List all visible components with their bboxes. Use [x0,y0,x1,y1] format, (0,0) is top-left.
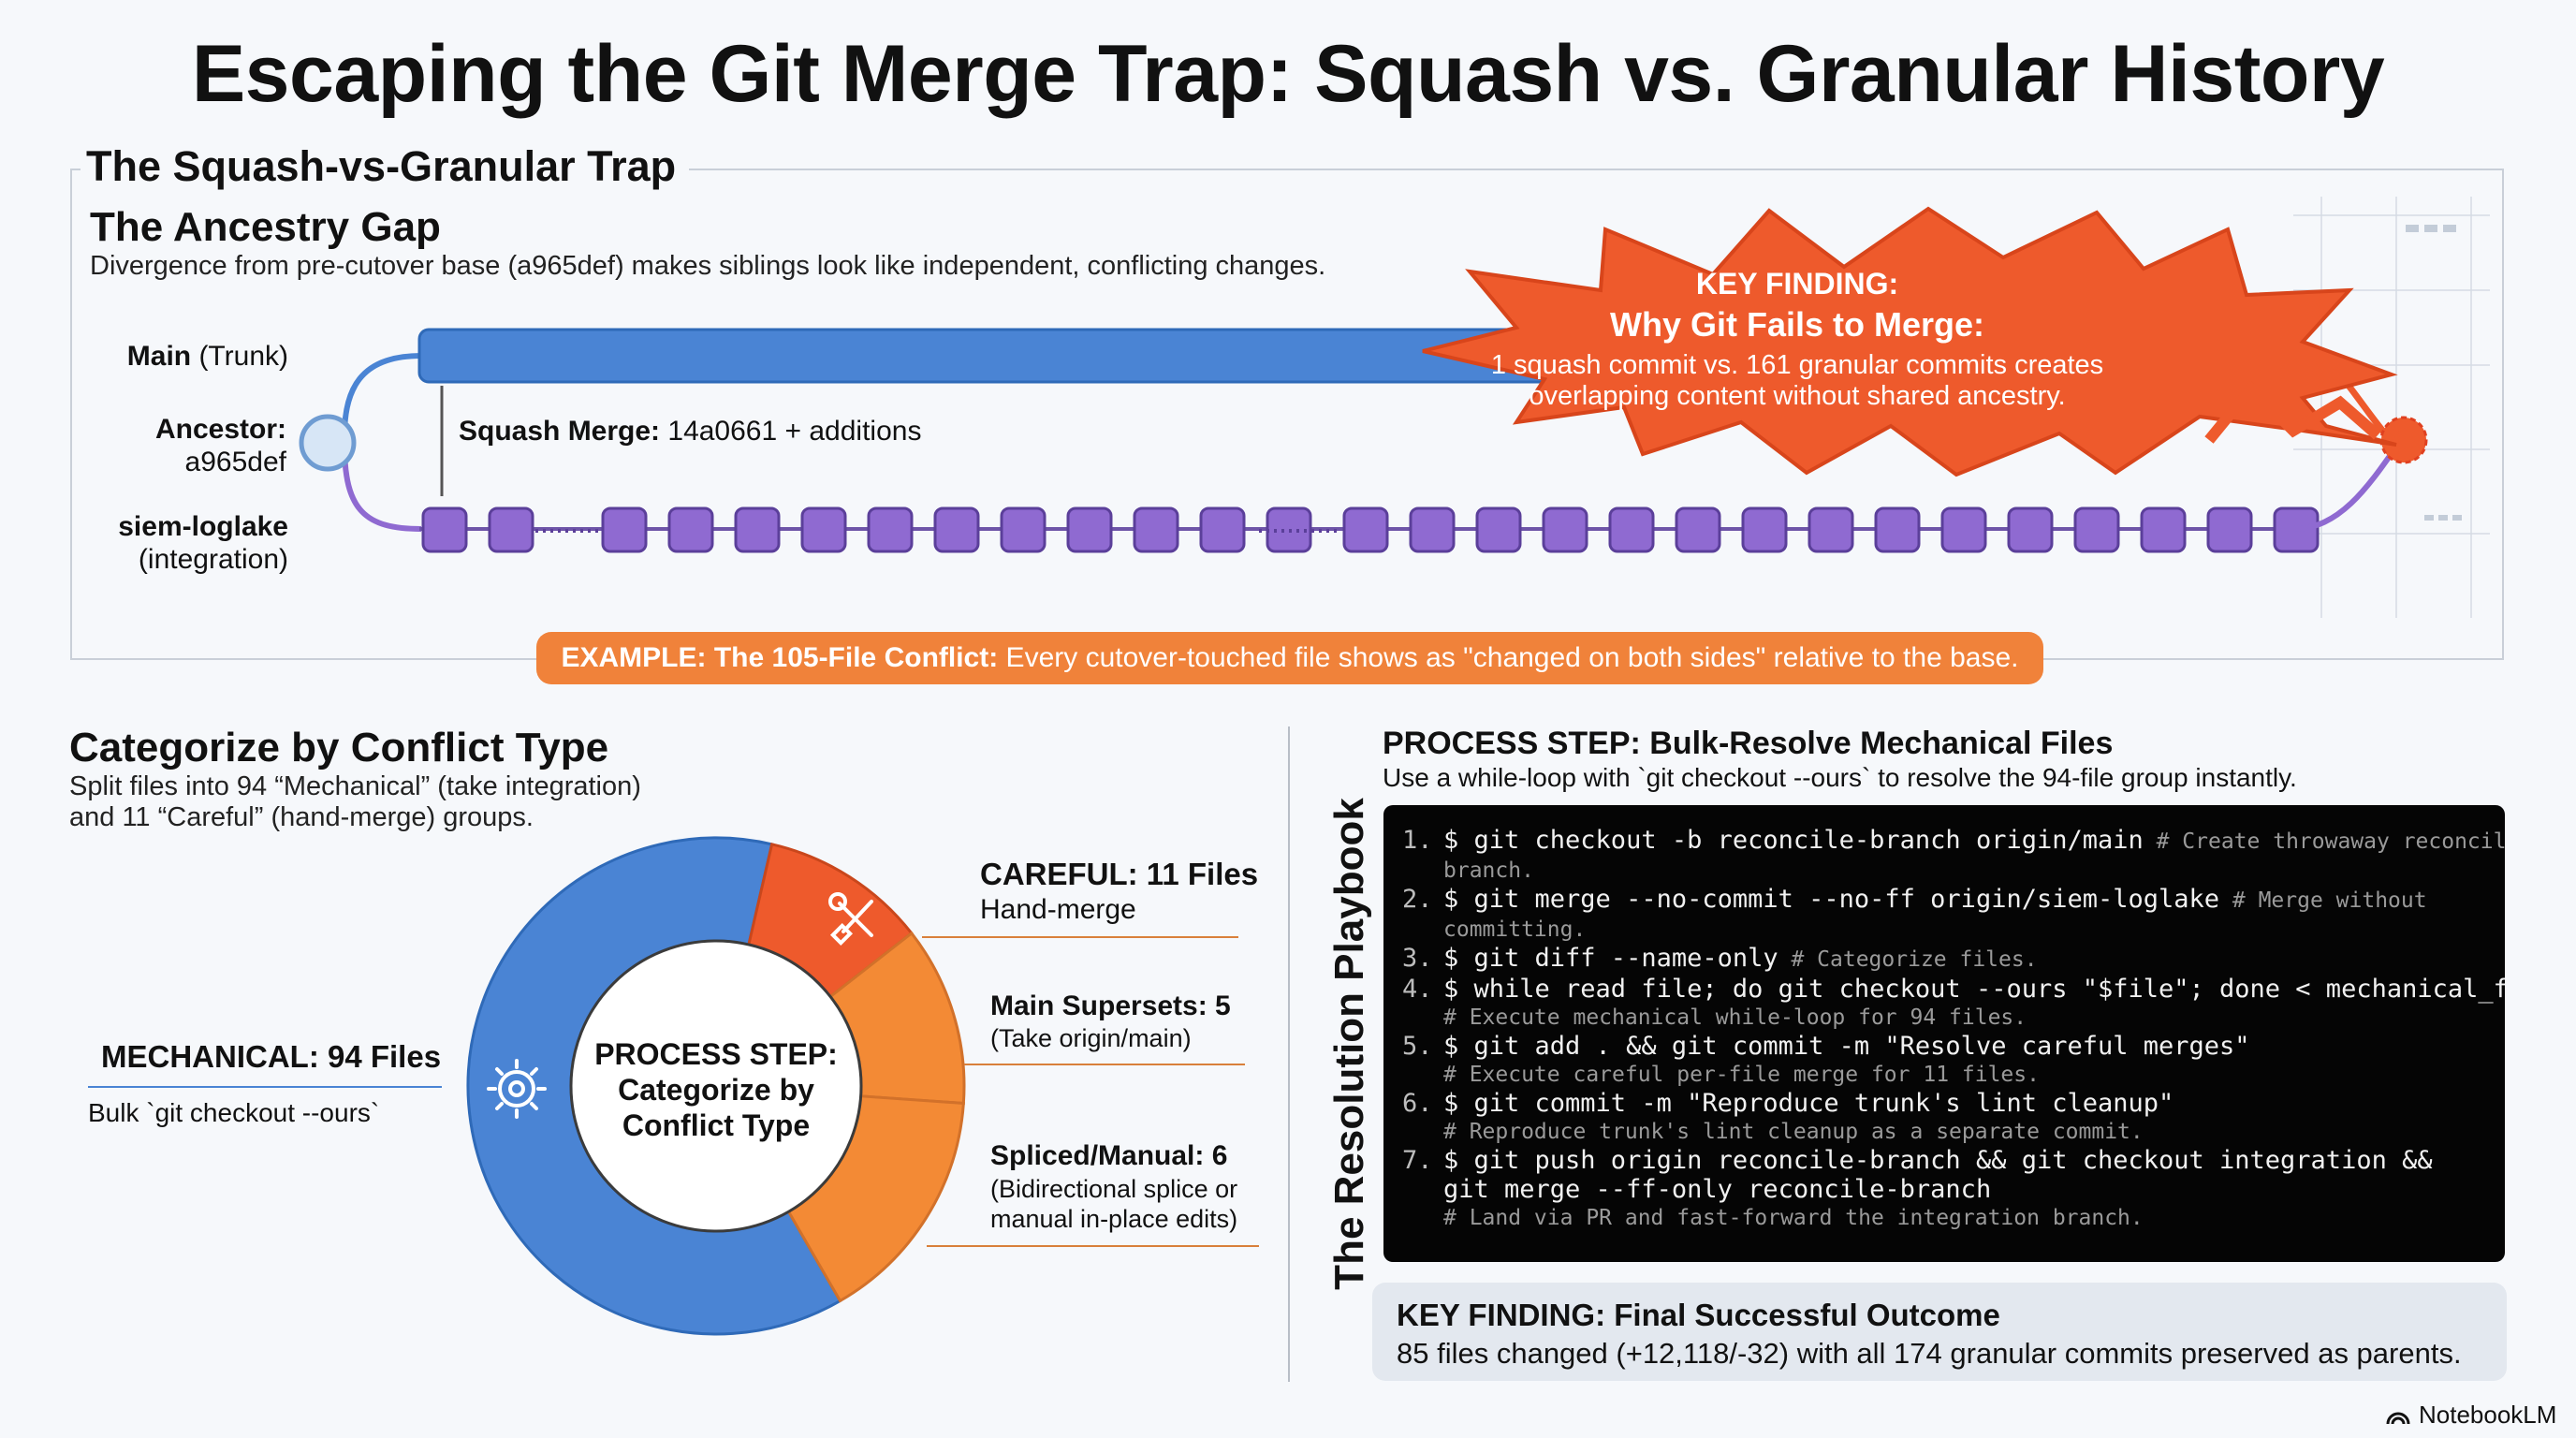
branch-commit [1741,506,1788,553]
conflict-donut [466,836,966,1336]
spliced-sublabel: (Bidirectional splice or manual in-place… [990,1175,1238,1233]
categorize-subtitle: Split files into 94 “Mechanical” (take i… [69,771,641,832]
branch-commit [1675,506,1721,553]
mechanical-sublabel: Bulk `git checkout --ours` [88,1098,380,1127]
branch-commit [1608,506,1655,553]
branch-commit [2007,506,2054,553]
mechanical-label: MECHANICAL: 94 Files [101,1039,442,1074]
branch-commit [2140,506,2187,553]
branch-commit [933,506,980,553]
branch-commit [1874,506,1921,553]
branch-commit [1133,506,1179,553]
code-block: 1.$ git checkout -b reconcile-branch ori… [1383,805,2505,1262]
branch-commit [2206,506,2253,553]
supersets-sublabel: (Take origin/main) [990,1024,1192,1052]
playbook-side-title: The Resolution Playbook [1326,798,1372,1290]
outcome-text: 85 files changed (+12,118/-32) with all … [1397,1337,2462,1370]
branch-commit [667,506,714,553]
branch-commit [1066,506,1113,553]
branch-commit [1940,506,1987,553]
main-trunk-label: Main (Trunk) [126,341,288,372]
branch-commit [1409,506,1456,553]
bulk-resolve-subtitle: Use a while-loop with `git checkout --ou… [1383,763,2297,792]
code-line-6: 6.$ git commit -m "Reproduce trunk's lin… [1402,1089,2174,1144]
git-graph [299,328,2428,553]
branch-commit [1342,506,1389,553]
branch-commit [1475,506,1522,553]
branch-label: siem-loglake(integration) [118,511,288,575]
brand-mark: NotebookLM [2385,1401,2556,1430]
branch-commit [2073,506,2120,553]
categorize-title: Categorize by Conflict Type [69,725,609,770]
ancestor-to-main-line [342,353,422,436]
careful-sublabel: Hand-merge [980,894,1136,925]
ancestor-label: Ancestor:a965def [154,414,286,477]
branch-commit [601,506,648,553]
branch-commit [734,506,781,553]
donut-center-label: PROCESS STEP: Categorize by Conflict Typ… [594,1037,838,1142]
spliced-label: Spliced/Manual: 6 [990,1140,1228,1171]
trap-section-title: The Squash-vs-Granular Trap [80,142,690,191]
branch-commits [419,506,2320,553]
ancestry-gap-subtitle: Divergence from pre-cutover base (a965de… [90,251,1326,281]
ancestor-to-branch-line [342,444,422,532]
key-finding-burst [1422,206,2398,477]
bulk-resolve-title: PROCESS STEP: Bulk-Resolve Mechanical Fi… [1383,726,2114,761]
code-line-3: 3.$ git diff --name-only # Categorize fi… [1402,944,2038,973]
code-line-1: 1.$ git checkout -b reconcile-branch ori… [1402,826,2505,883]
squash-merge-label: Squash Merge: 14a0661 + additions [459,416,922,447]
gear-icon [487,1059,547,1119]
grid-decoration [2293,197,2490,618]
tools-icon [828,892,873,946]
ancestry-gap-title: The Ancestry Gap [90,204,441,250]
ancestor-node [299,414,357,472]
notebooklm-icon [2386,1412,2410,1424]
supersets-label: Main Supersets: 5 [990,990,1231,1021]
branch-commit [488,506,534,553]
branch-commit [1000,506,1046,553]
branch-commit [867,506,914,553]
branch-commit [800,506,847,553]
section-divider [1288,726,1290,1382]
code-line-4: 4.$ while read file; do git checkout --o… [1402,975,2505,1030]
outcome-title: KEY FINDING: Final Successful Outcome [1397,1298,2000,1332]
final-outcome-box: KEY FINDING: Final Successful Outcome 85… [1372,1283,2507,1381]
key-finding-text: KEY FINDING: Why Git Fails to Merge: 1 s… [1490,267,2104,411]
code-line-2: 2.$ git merge --no-commit --no-ff origin… [1402,885,2427,942]
code-line-7: 7.$ git push origin reconcile-branch && … [1402,1146,2433,1230]
branch-commit [1199,506,1246,553]
code-line-5: 5.$ git add . && git commit -m "Resolve … [1402,1032,2250,1087]
careful-label: CAREFUL: 11 Files [980,857,1259,891]
page-title: Escaping the Git Merge Trap: Squash vs. … [191,29,2385,119]
branch-commit [1808,506,1854,553]
branch-commit [421,506,468,553]
example-conflict-banner: EXAMPLE: The 105-File Conflict: Every cu… [536,632,2043,684]
branch-commit [1542,506,1588,553]
